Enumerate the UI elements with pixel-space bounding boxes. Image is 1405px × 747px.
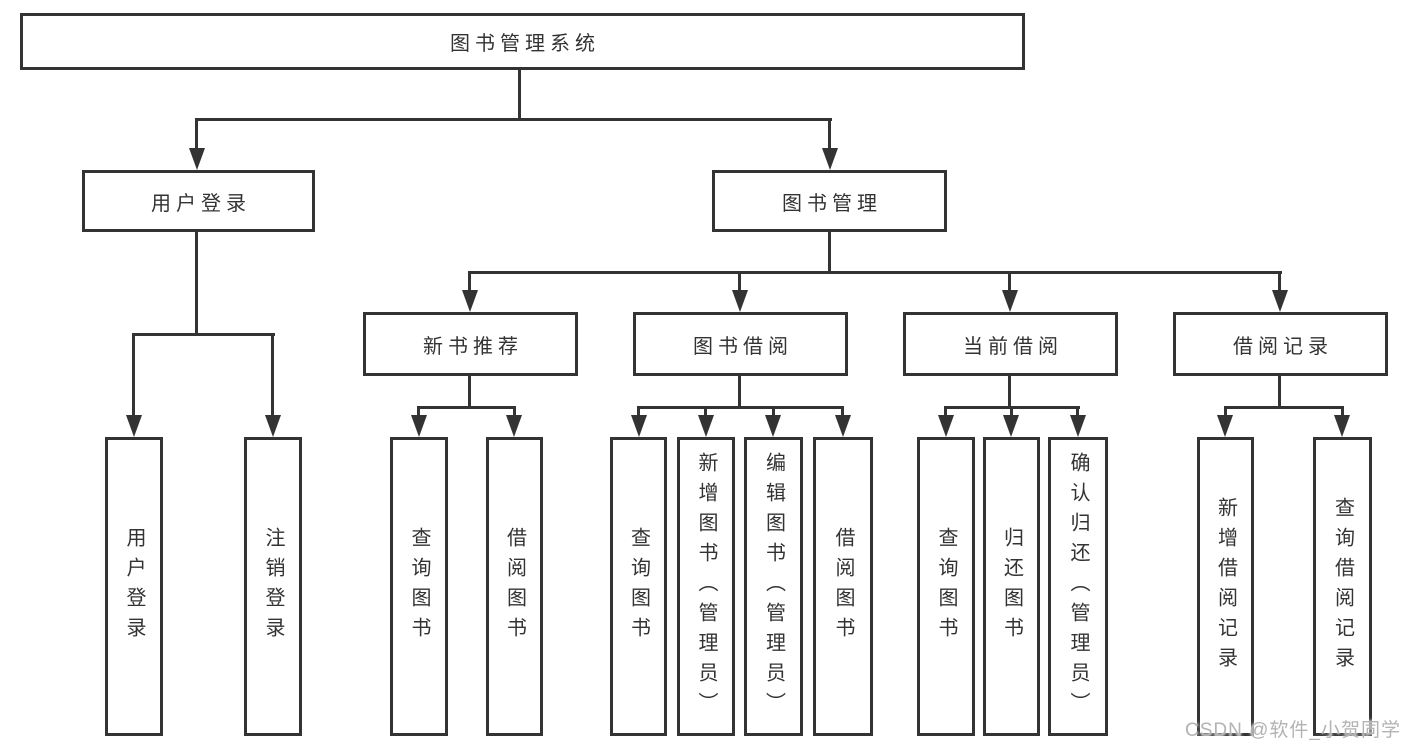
node-borrow-record-label: 借阅记录 [1233, 335, 1333, 358]
arrow-down-icon [1002, 290, 1018, 312]
leaf-record-add: 新增借阅记录 [1197, 437, 1254, 736]
connector-drop-current-confirm [1076, 406, 1079, 417]
node-new-book-recommend: 新书推荐 [363, 312, 578, 376]
arrow-down-icon [265, 415, 281, 437]
connector-book-borrow-split [637, 406, 844, 409]
connector-drop-new-book-recommend [468, 271, 471, 292]
leaf-record-add-label: 新增借阅记录 [1214, 496, 1237, 677]
connector-drop-borrow-add [704, 406, 707, 417]
leaf-borrow-edit: 编辑图书（管理员） [744, 437, 803, 736]
connector-drop-user-login [195, 118, 198, 152]
leaf-current-return-label: 归还图书 [1000, 526, 1023, 647]
leaf-current-confirm-label: 确认归还（管理员） [1067, 451, 1089, 722]
connector-level3-split [468, 271, 1282, 274]
connector-new-book-recommend-stub [468, 374, 471, 408]
leaf-logout-label: 注销登录 [262, 526, 284, 647]
leaf-borrow-edit-label: 编辑图书（管理员） [762, 451, 785, 722]
leaf-borrow-borrow: 借阅图书 [813, 437, 873, 736]
connector-user-login-stub [195, 231, 198, 335]
arrow-down-icon [189, 148, 205, 170]
arrow-down-icon [1217, 415, 1233, 437]
node-book-management: 图书管理 [712, 170, 947, 232]
node-root-label: 图书管理系统 [450, 33, 600, 55]
leaf-recommend-borrow: 借阅图书 [486, 437, 543, 736]
leaf-borrow-borrow-label: 借阅图书 [832, 526, 854, 647]
connector-book-management-stub [828, 231, 831, 273]
arrow-down-icon [698, 415, 714, 437]
leaf-borrow-add-label: 新增图书（管理员） [695, 451, 717, 722]
connector-drop-login [132, 333, 135, 417]
arrow-down-icon [506, 415, 522, 437]
connector-drop-current-return [1010, 406, 1013, 417]
connector-new-book-recommend-split [417, 406, 516, 409]
node-user-login: 用户登录 [82, 170, 315, 232]
node-current-borrow: 当前借阅 [903, 312, 1118, 376]
node-borrow-record: 借阅记录 [1173, 312, 1388, 376]
leaf-recommend-query-label: 查询图书 [408, 526, 430, 647]
leaf-record-query: 查询借阅记录 [1313, 437, 1372, 736]
arrow-down-icon [1070, 415, 1086, 437]
connector-drop-logout [271, 333, 274, 417]
connector-drop-borrow-borrow [841, 406, 844, 417]
leaf-borrow-query: 查询图书 [610, 437, 667, 736]
connector-drop-recommend-borrow [513, 406, 516, 417]
node-new-book-recommend-label: 新书推荐 [423, 335, 523, 358]
leaf-current-query: 查询图书 [917, 437, 975, 736]
arrow-down-icon [631, 415, 647, 437]
leaf-login-label: 用户登录 [123, 526, 145, 647]
leaf-recommend-borrow-label: 借阅图书 [503, 526, 526, 647]
arrow-down-icon [835, 415, 851, 437]
leaf-current-confirm: 确认归还（管理员） [1048, 437, 1108, 736]
connector-drop-recommend-query [417, 406, 420, 417]
node-root: 图书管理系统 [20, 13, 1025, 70]
arrow-down-icon [1003, 415, 1019, 437]
arrow-down-icon [462, 290, 478, 312]
connector-root-stub [518, 70, 521, 120]
leaf-borrow-query-label: 查询图书 [627, 526, 650, 647]
connector-drop-borrow-edit [772, 406, 775, 417]
leaf-logout: 注销登录 [244, 437, 302, 736]
leaf-recommend-query: 查询图书 [390, 437, 448, 736]
leaf-borrow-add: 新增图书（管理员） [677, 437, 735, 736]
node-book-borrow-label: 图书借阅 [693, 335, 793, 358]
connector-drop-book-borrow [738, 271, 741, 292]
connector-drop-book-management [828, 118, 831, 152]
leaf-record-query-label: 查询借阅记录 [1331, 496, 1354, 677]
node-book-management-label: 图书管理 [782, 192, 882, 215]
arrow-down-icon [938, 415, 954, 437]
node-current-borrow-label: 当前借阅 [963, 335, 1063, 358]
arrow-down-icon [1272, 290, 1288, 312]
connector-drop-record-query [1341, 406, 1344, 417]
connector-drop-current-query [944, 406, 947, 417]
connector-drop-current-borrow [1008, 271, 1011, 292]
connector-book-borrow-stub [738, 374, 741, 408]
arrow-down-icon [126, 415, 142, 437]
csdn-watermark: CSDN @软件_小贺同学 [1185, 720, 1401, 741]
arrow-down-icon [822, 148, 838, 170]
arrow-down-icon [1334, 415, 1350, 437]
connector-user-login-split [132, 333, 275, 336]
leaf-current-return: 归还图书 [983, 437, 1040, 736]
connector-borrow-record-stub [1278, 374, 1281, 408]
arrow-down-icon [765, 415, 781, 437]
node-user-login-label: 用户登录 [151, 192, 251, 215]
connector-drop-borrow-record [1278, 271, 1281, 292]
arrow-down-icon [732, 290, 748, 312]
connector-level2-split [195, 118, 832, 121]
leaf-login: 用户登录 [105, 437, 163, 736]
node-book-borrow: 图书借阅 [633, 312, 848, 376]
arrow-down-icon [411, 415, 427, 437]
connector-borrow-record-split [1224, 406, 1344, 409]
connector-current-borrow-stub [1008, 374, 1011, 408]
leaf-current-query-label: 查询图书 [935, 526, 957, 647]
connector-drop-record-add [1224, 406, 1227, 417]
connector-drop-borrow-query [637, 406, 640, 417]
